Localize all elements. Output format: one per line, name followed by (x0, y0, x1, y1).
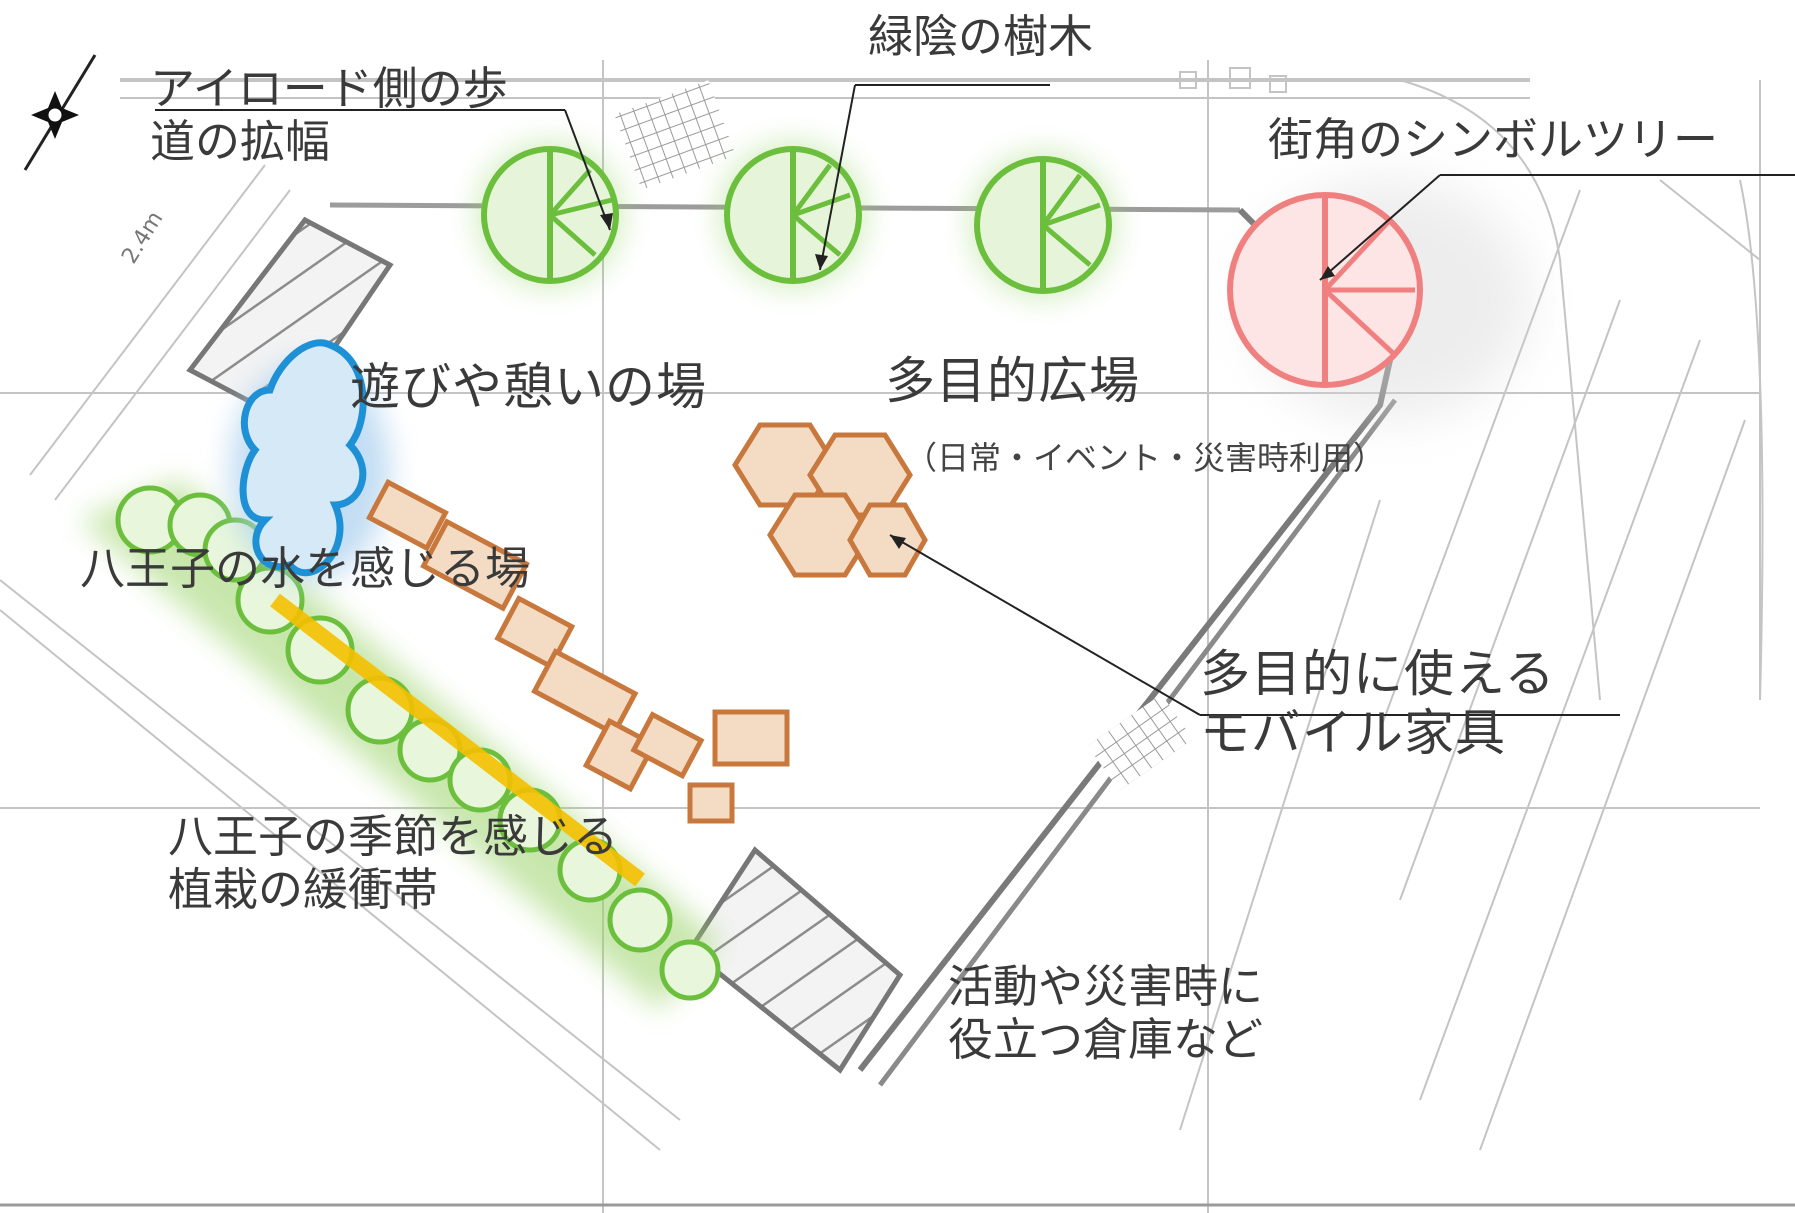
label-symbol-tree: 街角のシンボルツリー (1268, 113, 1719, 166)
label-sidewalk-widening: アイロード側の歩 道の拡幅 (150, 62, 508, 168)
label-storage-line2: 役立つ倉庫など (948, 1013, 1264, 1067)
label-multipurpose-plaza: 多目的広場 (885, 352, 1140, 410)
water-area (230, 339, 390, 580)
shade-tree-2 (718, 140, 868, 290)
label-shade-trees: 緑陰の樹木 (868, 10, 1094, 63)
planting-buffer (80, 480, 721, 1010)
base-plan-lines (0, 60, 1764, 1213)
grid-block-right (1087, 694, 1193, 791)
north-arrow-compass-icon (23, 54, 97, 171)
symbol-tree (1227, 192, 1423, 388)
label-planting-buffer-line1: 八王子の季節を感じる (168, 810, 619, 863)
shade-tree-1 (475, 140, 625, 290)
label-planting-buffer-line2: 植栽の緩衝帯 (168, 863, 439, 917)
label-sidewalk-line2: 道の拡幅 (150, 115, 331, 169)
label-storage-line1: 活動や災害時に (948, 960, 1264, 1013)
label-play-rest-area: 遊びや憩いの場 (350, 358, 707, 416)
storage-bottom-hatched (686, 846, 904, 1074)
label-mobile-furniture-line2: モバイル家具 (1200, 704, 1506, 762)
label-mobile-furniture: 多目的に使える モバイル家具 (1200, 645, 1556, 763)
leader-lines (155, 84, 1795, 716)
mobile-furniture-group (365, 422, 928, 824)
label-sidewalk-line1: アイロード側の歩 (150, 62, 508, 115)
label-planting-buffer: 八王子の季節を感じる 植栽の緩衝帯 (168, 810, 618, 916)
grid-block-top (614, 80, 736, 190)
label-plaza-usage-note: （日常・イベント・災害時利用） (905, 439, 1386, 477)
label-storage: 活動や災害時に 役立つ倉庫など (948, 960, 1263, 1066)
shade-tree-3 (968, 150, 1118, 300)
label-mobile-furniture-line1: 多目的に使える (1200, 645, 1556, 703)
leader-arrowheads (600, 213, 1335, 549)
label-water-area: 八王子の水を感じる場 (80, 542, 531, 595)
